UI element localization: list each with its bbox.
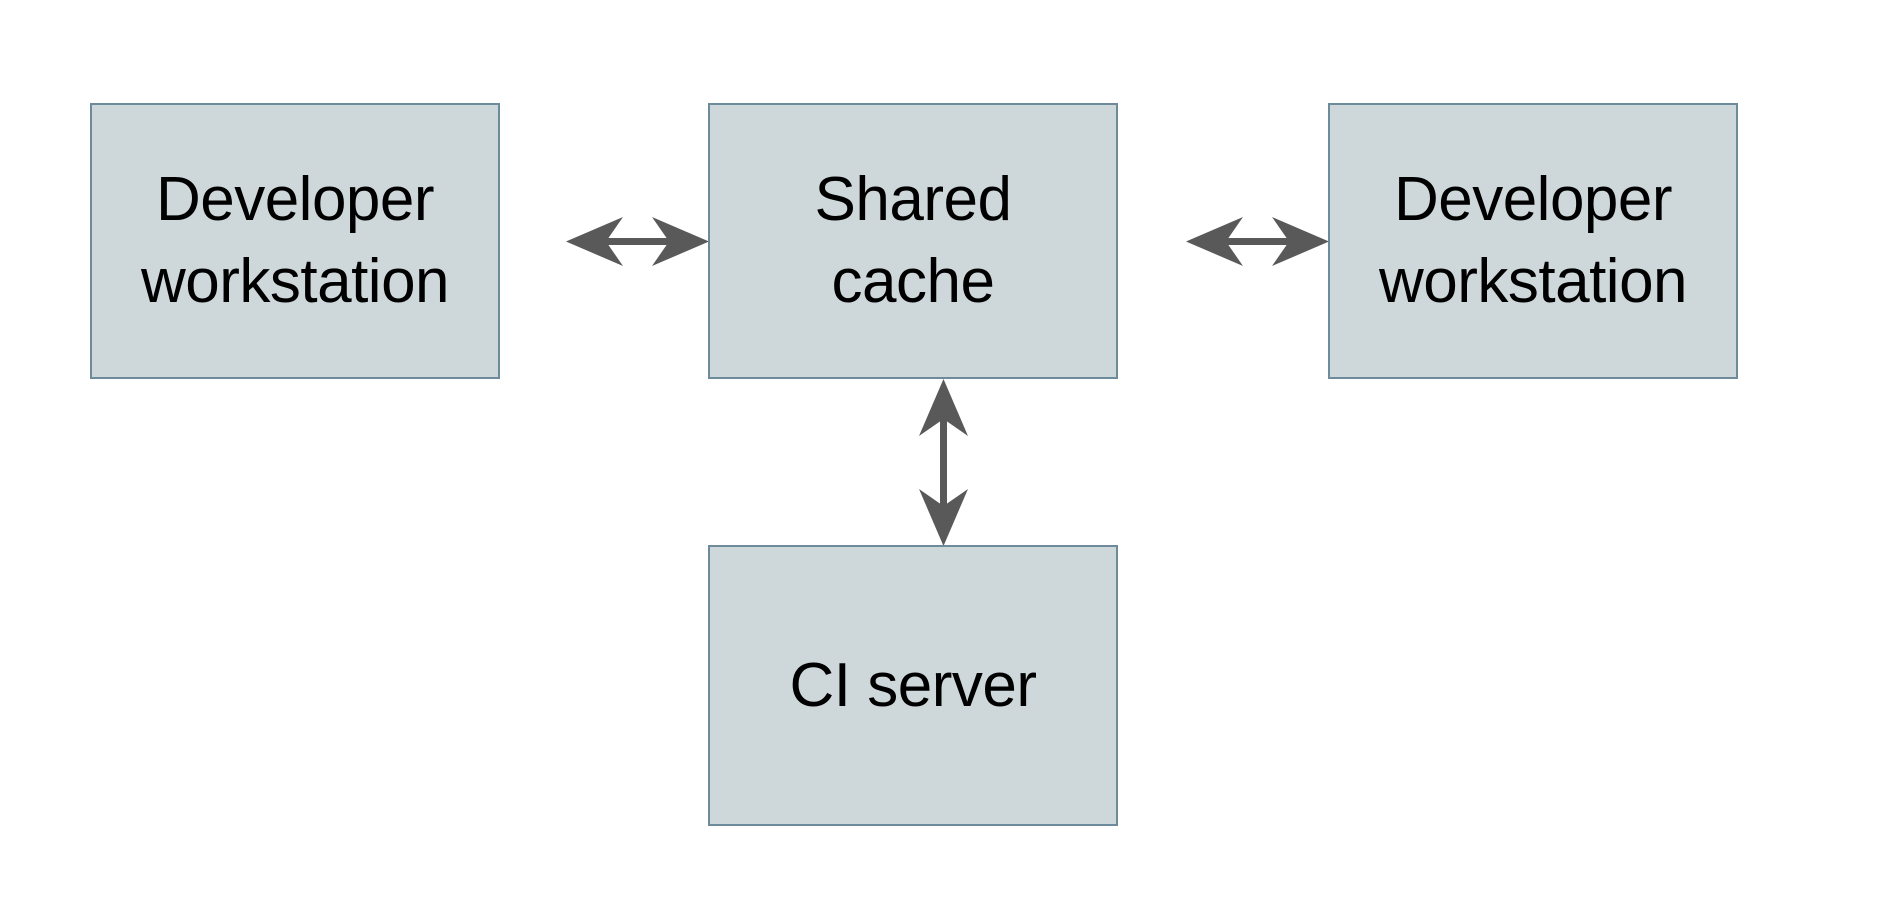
node-developer-workstation-right[interactable]: Developer workstation [1328,103,1738,379]
node-developer-workstation-left[interactable]: Developer workstation [90,103,500,379]
node-ci-server[interactable]: CI server [708,545,1118,826]
node-label: Developer workstation [1378,165,1688,316]
node-label: Developer workstation [140,165,450,316]
connector-shared-to-dev-right [1186,217,1329,266]
node-label: Shared cache [814,165,1012,316]
node-shared-cache[interactable]: Shared cache [708,103,1118,379]
connector-dev-left-to-shared [566,217,709,266]
connector-shared-to-ci [919,379,968,546]
node-label: CI server [789,650,1037,720]
